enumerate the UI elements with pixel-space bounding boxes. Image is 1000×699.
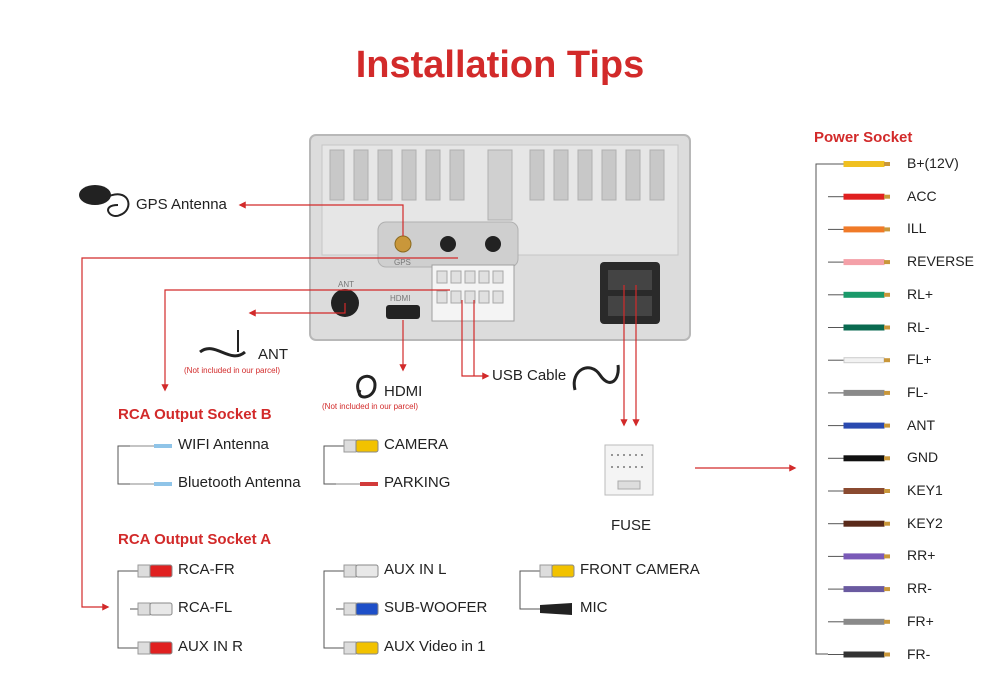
rca-a-item: AUX Video in 1 — [384, 638, 486, 655]
camera-plug — [336, 439, 379, 453]
hdmi-note: (Not included in our parcel) — [322, 402, 419, 411]
power-socket-title: Power Socket — [814, 129, 913, 146]
power-wire-label: REVERSE — [907, 253, 974, 270]
rca-plug — [130, 602, 173, 616]
page-title: Installation Tips — [355, 44, 645, 86]
power-wire — [828, 455, 890, 462]
rca-a-item: MIC — [580, 599, 608, 616]
rca-plug — [336, 564, 379, 578]
fuse-box — [604, 444, 654, 496]
ant-port-label: ANT — [338, 280, 354, 289]
power-wire — [828, 324, 890, 331]
power-wire-label: RR+ — [907, 547, 936, 564]
parking-wire — [336, 482, 378, 486]
rca-a-item: FRONT CAMERA — [580, 561, 700, 578]
power-wire-label: FL- — [907, 383, 928, 400]
head-unit-back — [309, 134, 691, 341]
bluetooth-antenna-plug — [130, 482, 172, 486]
power-wire — [828, 651, 890, 658]
wifi-antenna-plug — [130, 444, 172, 448]
power-wire — [828, 226, 890, 233]
power-wire-label: FR+ — [907, 612, 934, 629]
power-wire-label: ANT — [907, 416, 935, 433]
rca-plug — [532, 564, 575, 578]
power-wire — [828, 422, 890, 429]
power-wire — [828, 488, 890, 494]
power-wire — [828, 193, 890, 200]
power-wire — [828, 520, 890, 527]
ant-label: ANT — [258, 346, 288, 363]
ant-note: (Not included in our parcel) — [184, 366, 281, 375]
rca-plug — [336, 602, 379, 616]
rca-b-item: Bluetooth Antenna — [178, 474, 301, 491]
fuse-label: FUSE — [611, 517, 652, 534]
hdmi-port-label: HDMI — [390, 294, 411, 303]
rca-a-item: AUX IN L — [384, 561, 447, 578]
rca-a-item: RCA-FR — [178, 561, 235, 578]
rca-a-item: AUX IN R — [178, 638, 244, 655]
usb-cable-label: USB Cable — [492, 367, 567, 384]
power-wire-label: KEY1 — [907, 482, 943, 498]
power-wire-label: RR- — [907, 580, 932, 597]
gps-antenna-image — [79, 185, 130, 217]
power-wire — [828, 553, 890, 560]
usb-cable-image — [572, 364, 620, 391]
power-wire — [828, 389, 890, 396]
power-wire-label: FR- — [907, 645, 931, 662]
gps-port-label: GPS — [394, 258, 411, 267]
power-wire-label: FL+ — [907, 351, 932, 368]
power-wire — [828, 291, 890, 298]
power-wire-label: RL- — [907, 318, 930, 335]
rca-b-title: RCA Output Socket B — [118, 406, 272, 423]
hdmi-label: HDMI — [384, 383, 423, 400]
power-wire-label: ILL — [907, 220, 927, 237]
power-wire-label: B+(12V) — [907, 155, 959, 171]
rca-b-item: PARKING — [384, 474, 451, 491]
power-wire — [828, 618, 890, 625]
power-wire-label: ACC — [907, 187, 937, 204]
gps-antenna-label: GPS Antenna — [136, 196, 227, 213]
rca-plug — [336, 641, 379, 655]
rca-b-item: CAMERA — [384, 436, 449, 453]
ant-antenna-image — [199, 330, 246, 358]
power-wire-label: KEY2 — [907, 514, 943, 531]
power-wire — [828, 357, 890, 364]
power-wire — [828, 161, 890, 167]
power-wire-label: RL+ — [907, 285, 934, 302]
power-wire — [828, 586, 890, 593]
mic-plug — [532, 603, 572, 615]
rca-a-item: SUB-WOOFER — [384, 599, 488, 616]
power-wire — [828, 259, 890, 266]
rca-plug — [130, 641, 173, 655]
rca-a-item: RCA-FL — [178, 599, 233, 616]
power-wire-label: GND — [907, 449, 939, 466]
rca-a-title: RCA Output Socket A — [118, 531, 272, 548]
rca-plug — [130, 564, 173, 578]
hdmi-cable-image — [356, 374, 377, 399]
rca-b-item: WIFI Antenna — [178, 436, 269, 453]
